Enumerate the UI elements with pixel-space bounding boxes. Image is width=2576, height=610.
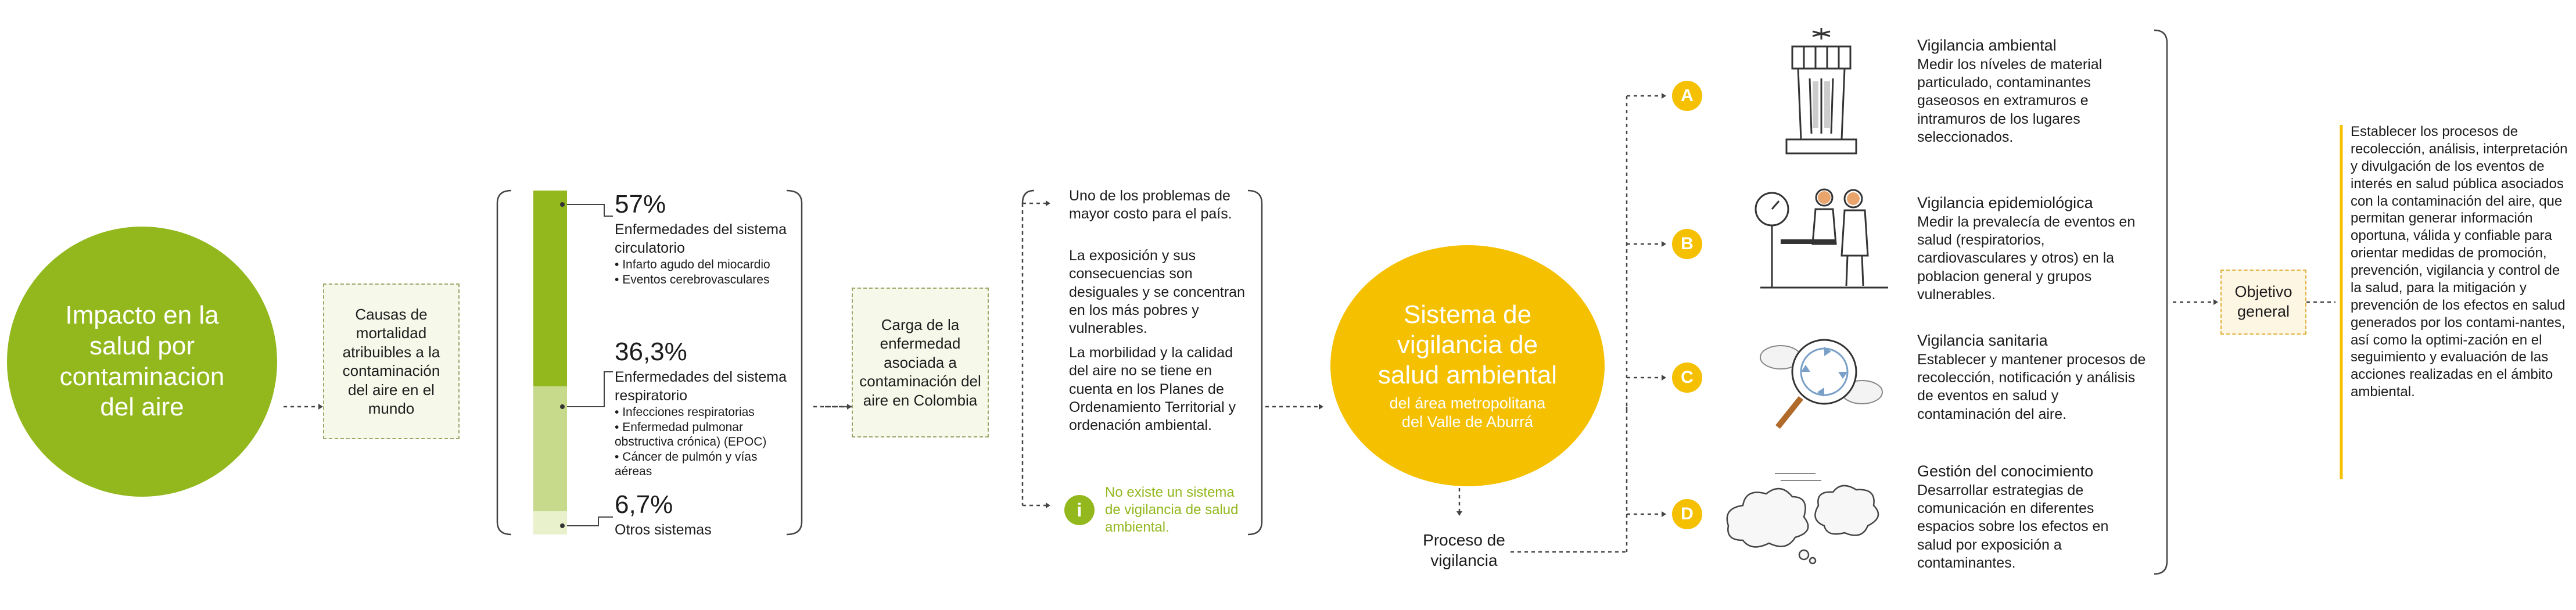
burden-point: La exposición y sus consecuencias son de… [1069,247,1245,336]
info-icon-glyph: i [1077,499,1082,521]
system-circle: Sistema de vigilancia de salud ambiental… [1330,245,1605,486]
stacked-bar [533,191,567,534]
component-b: Vigilancia epidemiológica Medir la preva… [1917,193,2150,304]
burden-box: Carga de la enfermedad asociada a contam… [852,288,989,437]
badge-letter: D [1681,504,1694,523]
badge-letter: A [1681,86,1694,105]
component-desc: Establecer y mantener procesos de recole… [1917,351,2146,422]
bar-segment-other [533,511,567,534]
component-title: Vigilancia ambiental [1917,37,2057,54]
badge-c: C [1672,363,1702,393]
info-icon: i [1064,495,1095,525]
badge-a: A [1672,81,1702,111]
bar-dot-1 [560,202,565,207]
bar-dot-3 [560,523,565,528]
component-desc: Medir la prevalecía de eventos en salud … [1917,213,2136,303]
objective-text: Establecer los procesos de recolección, … [2351,124,2568,400]
component-desc: Desarrollar estrategias de comunicación … [1917,482,2109,571]
component-c: Vigilancia sanitaria Establecer y manten… [1917,331,2150,424]
thought-clouds-icon [1726,473,1879,565]
stat-items: Infarto agudo del miocardio Eventos cere… [615,257,789,287]
bar-segment-circulatory [533,191,567,386]
component-d: Gestión del conocimiento Desarrollar est… [1917,462,2138,572]
process-label: Proceso de vigilancia [1423,531,1505,569]
stat-item: Eventos cerebrovasculares [615,272,789,288]
stat-circulatory: 57% Enfermedades del sistema circulatori… [615,190,789,287]
stat-item: Infecciones respiratorias [615,405,789,420]
stat-other: 6,7% Otros sistemas [615,490,789,540]
magnifier-cycle-icon [1760,339,1883,429]
doctor-and-patient-icon [1755,188,1888,289]
stat-title: Enfermedades del sistema respiratorio [615,369,787,404]
impact-circle: Impacto en la salud por contaminacion de… [7,227,277,497]
info-note-text: No existe un sistema de vigilancia de sa… [1105,485,1239,535]
component-title: Vigilancia epidemiológica [1917,194,2093,211]
stat-respiratory: 36,3% Enfermedades del sistema respirato… [615,338,789,479]
burden-box-text: Carga de la enfermedad asociada a contam… [859,315,981,409]
stat-title: Enfermedades del sistema circulatorio [615,221,787,256]
burden-point: La morbilidad y la calidad del aire no s… [1069,345,1236,433]
badge-d: D [1672,499,1702,529]
stat-percent: 36,3% [615,338,687,366]
objective-box: Objetivo general [2220,270,2306,335]
burden-point: Uno de los problemas de mayor costo para… [1069,188,1232,223]
stat-percent: 6,7% [615,490,673,519]
air-monitoring-tower-icon [1785,28,1857,155]
stat-item: Infarto agudo del miocardio [615,257,789,272]
bar-dot-2 [560,404,565,409]
badge-b: B [1672,229,1702,259]
system-circle-subtitle: del área metropolitana del Valle de Abur… [1389,394,1546,431]
impact-circle-text: Impacto en la salud por contaminacion de… [59,300,225,422]
stat-item: Enfermedad pulmonar obstructiva crónica)… [615,420,789,450]
component-title: Gestión del conocimiento [1917,462,2094,480]
stat-title: Otros sistemas [615,522,712,539]
badge-letter: C [1681,368,1694,387]
component-title: Vigilancia sanitaria [1917,332,2048,349]
system-circle-title: Sistema de vigilancia de salud ambiental [1377,300,1558,390]
stat-item: Cáncer de pulmón y vías aéreas [615,450,789,479]
objective-box-text: Objetivo general [2234,283,2292,320]
causes-box-text: Causas de mortalidad atribuibles a la co… [342,305,440,418]
stat-items: Infecciones respiratorias Enfermedad pul… [615,405,789,479]
causes-box: Causas de mortalidad atribuibles a la co… [323,284,460,439]
badge-letter: B [1681,234,1694,253]
component-a: Vigilancia ambiental Medir los níveles d… [1917,36,2138,146]
component-desc: Medir los níveles de material particulad… [1917,56,2103,145]
stat-percent: 57% [615,190,666,218]
